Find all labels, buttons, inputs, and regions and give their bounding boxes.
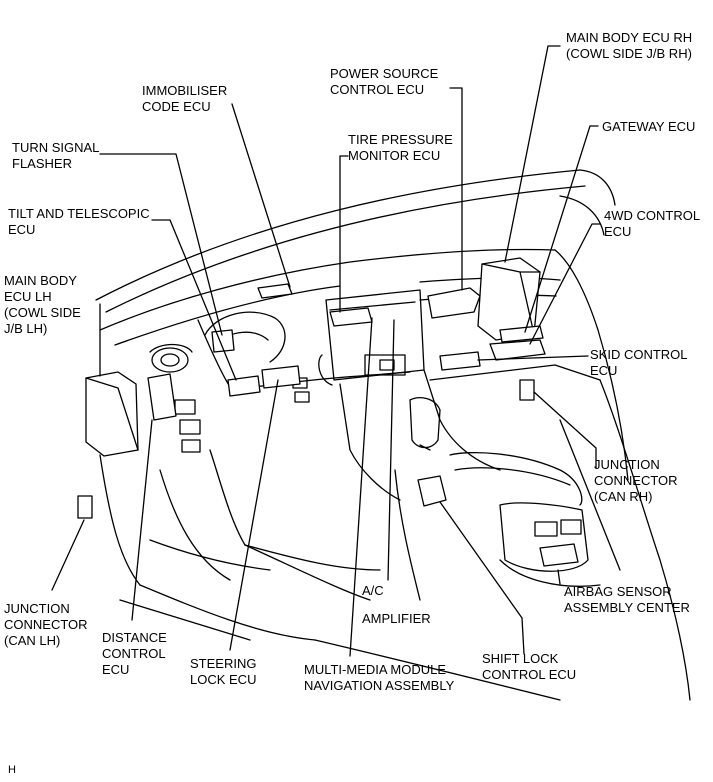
label-multi-media-module: MULTI-MEDIA MODULE NAVIGATION ASSEMBLY bbox=[304, 662, 455, 693]
label-tire-pressure-monitor-ecu: TIRE PRESSURE MONITOR ECU bbox=[348, 132, 453, 163]
floor-outline bbox=[244, 379, 691, 701]
label-tilt-and-telescopic-ecu: TILT AND TELESCOPIC ECU bbox=[8, 206, 150, 237]
left-lower-dash bbox=[99, 377, 371, 641]
windshield-outline bbox=[95, 169, 616, 313]
label-airbag-sensor-assembly-center: AIRBAG SENSOR ASSEMBLY CENTER bbox=[564, 584, 690, 615]
label-distance-control-ecu: DISTANCE CONTROL ECU bbox=[102, 630, 167, 677]
label-4wd-control-ecu: 4WD CONTROL ECU bbox=[604, 208, 701, 239]
label-immobiliser-code-ecu: IMMOBILISER CODE ECU bbox=[142, 83, 228, 114]
component-shapes bbox=[77, 257, 579, 567]
instrument-cluster bbox=[149, 311, 286, 373]
leader-lines bbox=[51, 45, 601, 657]
label-turn-signal-flasher: TURN SIGNAL FLASHER bbox=[12, 140, 100, 171]
label-shift-lock-control-ecu: SHIFT LOCK CONTROL ECU bbox=[482, 651, 577, 682]
label-junction-connector-can-lh: JUNCTION CONNECTOR (CAN LH) bbox=[4, 601, 88, 648]
label-junction-connector-can-rh: JUNCTION CONNECTOR (CAN RH) bbox=[594, 457, 678, 504]
label-power-source-control-ecu: POWER SOURCE CONTROL ECU bbox=[330, 66, 439, 97]
label-main-body-ecu-rh: MAIN BODY ECU RH (COWL SIDE J/B RH) bbox=[566, 30, 693, 61]
corner-mark: H bbox=[8, 764, 16, 776]
label-main-body-ecu-lh: MAIN BODY ECU LH (COWL SIDE J/B LH) bbox=[4, 273, 81, 336]
label-gateway-ecu: GATEWAY ECU bbox=[602, 119, 696, 134]
center-console bbox=[318, 289, 601, 601]
label-steering-lock-ecu: STEERING LOCK ECU bbox=[190, 656, 257, 687]
label-ac: A/C bbox=[362, 583, 384, 598]
label-skid-control-ecu: SKID CONTROL ECU bbox=[590, 347, 688, 378]
label-amplifier: AMPLIFIER bbox=[362, 611, 431, 626]
